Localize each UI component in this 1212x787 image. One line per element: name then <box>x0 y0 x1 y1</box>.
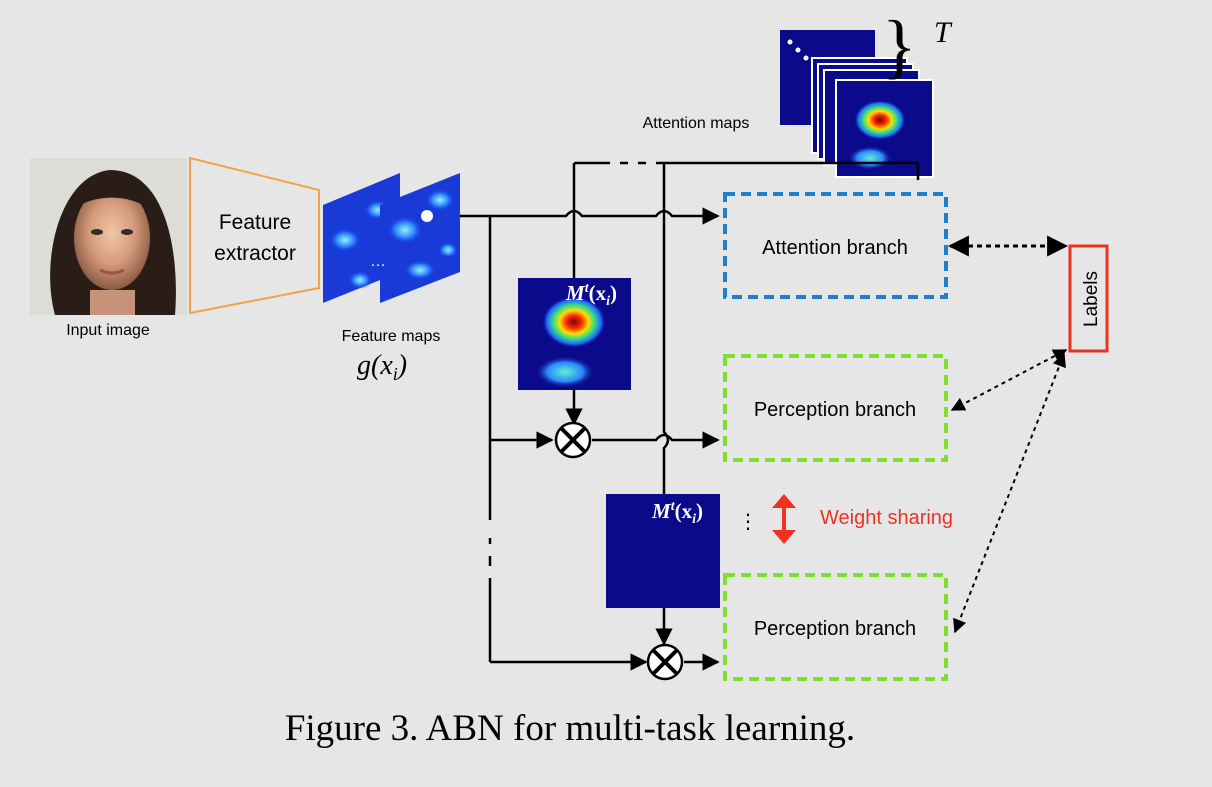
mask-formula-1: Mt(xi) <box>565 281 617 309</box>
figure-caption: Figure 3. ABN for multi-task learning. <box>285 708 855 749</box>
feature-maps-formula: g(xi) <box>357 350 407 384</box>
connection-lines <box>460 161 920 671</box>
feature-maps-ellipsis: … <box>370 253 386 270</box>
input-image-label: Input image <box>66 322 150 339</box>
multiply-node-2 <box>646 643 684 681</box>
label-connections <box>947 235 1069 634</box>
feature-extractor-label-2: extractor <box>214 242 296 265</box>
feature-maps-label: Feature maps <box>342 328 441 345</box>
attention-count-brace: } <box>882 6 917 86</box>
input-image <box>30 158 187 315</box>
weight-sharing-arrow <box>772 494 796 544</box>
attention-count-symbol: T <box>934 16 953 49</box>
perception-branch-box-2 <box>723 573 948 681</box>
perception-branch-box-1 <box>723 354 948 462</box>
attention-maps-label: Attention maps <box>643 115 750 132</box>
feature-extractor-label-1: Feature <box>219 211 291 234</box>
mask-heatmap-1 <box>518 278 631 390</box>
feature-maps-stack: … <box>323 173 460 303</box>
attention-branch-label: Attention branch <box>762 237 908 259</box>
labels-box <box>1068 244 1109 353</box>
feature-output-node <box>421 210 433 222</box>
perception-branch-label-1: Perception branch <box>754 399 916 421</box>
mask-heatmap-2 <box>606 494 720 608</box>
attention-branch-box <box>723 192 948 299</box>
weight-sharing-label: Weight sharing <box>820 507 953 529</box>
labels-box-label: Labels <box>1081 271 1102 327</box>
feature-extractor-box <box>189 156 320 315</box>
multiply-node-1 <box>554 421 592 459</box>
mask-formula-2: Mt(xi) <box>651 499 703 527</box>
branch-ellipsis: ⋮ <box>738 511 758 533</box>
perception-branch-label-2: Perception branch <box>754 618 916 640</box>
